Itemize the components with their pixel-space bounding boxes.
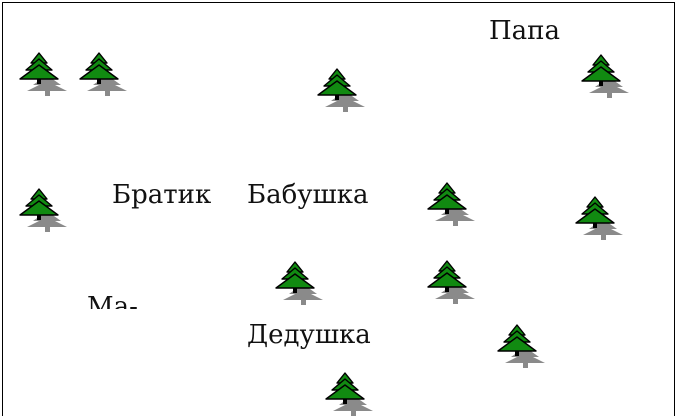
fir-tree-icon	[19, 52, 68, 97]
label-bratik: Братик	[112, 180, 212, 210]
fir-tree-icon	[275, 261, 324, 306]
fir-tree-icon	[427, 182, 476, 227]
label-papa: Папа	[489, 16, 561, 46]
fir-tree-icon	[497, 324, 546, 369]
fir-tree-icon	[19, 188, 68, 233]
label-dedushka: Дедушка	[247, 320, 371, 350]
fir-tree-icon	[317, 68, 366, 113]
fir-tree-icon	[575, 196, 624, 241]
fir-tree-icon	[581, 54, 630, 99]
fir-tree-icon	[325, 372, 374, 416]
label-mama-line1: Ма-	[87, 292, 138, 309]
label-mama: Ма- ма	[87, 253, 167, 309]
label-babushka: Бабушка	[247, 180, 369, 210]
fir-tree-icon	[427, 260, 476, 305]
fir-tree-icon	[79, 52, 128, 97]
